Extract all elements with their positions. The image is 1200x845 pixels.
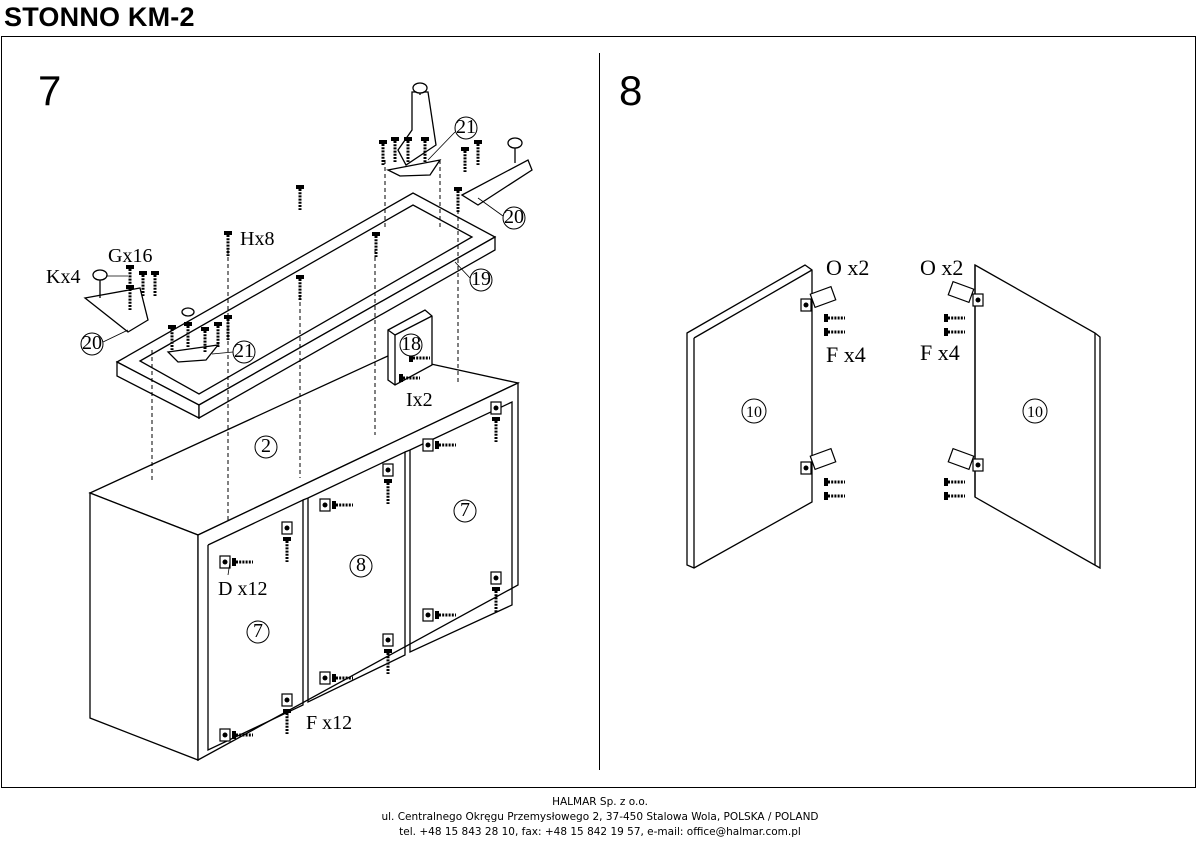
hardware-label: Ix2 bbox=[406, 389, 433, 411]
part-number: 21 bbox=[456, 116, 476, 138]
corner-bracket-right bbox=[385, 159, 442, 177]
part-callout-10 bbox=[1022, 398, 1048, 424]
cabinet-body bbox=[88, 354, 520, 762]
step-divider bbox=[599, 53, 600, 770]
part-number: 10 bbox=[1027, 404, 1043, 421]
part-number: 10 bbox=[746, 404, 762, 421]
part-number: 18 bbox=[401, 333, 421, 355]
part-callout-19 bbox=[469, 268, 493, 292]
page-frame bbox=[1, 36, 1196, 788]
hardware-label: F x12 bbox=[306, 712, 352, 734]
hardware-label: O x2 bbox=[826, 255, 869, 280]
hardware-label: D x12 bbox=[218, 578, 267, 600]
part-number: 7 bbox=[253, 620, 263, 642]
hardware-label: F x4 bbox=[920, 340, 960, 365]
part-number: 2 bbox=[261, 435, 271, 457]
footer: HALMAR Sp. z o.o. ul. Centralnego Okręgu… bbox=[0, 795, 1200, 840]
part-callout-10 bbox=[741, 398, 767, 424]
leg-left bbox=[83, 278, 149, 333]
footer-address: ul. Centralnego Okręgu Przemysłowego 2, … bbox=[381, 811, 819, 823]
part-number: 7 bbox=[460, 499, 470, 521]
door-hinges bbox=[800, 280, 984, 502]
part-callout-20 bbox=[80, 332, 104, 356]
footer-contact: tel. +48 15 843 28 10, fax: +48 15 842 1… bbox=[399, 826, 801, 838]
hardware-label: Gx16 bbox=[108, 245, 152, 267]
part-number: 8 bbox=[356, 554, 366, 576]
part-callout-20 bbox=[502, 206, 526, 230]
part-callout-2 bbox=[254, 435, 278, 459]
step-number-8: 8 bbox=[619, 67, 643, 114]
leg-foot-knob bbox=[412, 82, 428, 94]
part-callout-7 bbox=[246, 620, 270, 644]
part-number: 20 bbox=[82, 332, 102, 354]
leg-foot-knob bbox=[92, 269, 108, 281]
part-number: 19 bbox=[471, 268, 491, 290]
hardware-label: Hx8 bbox=[240, 228, 274, 250]
part-callout-18 bbox=[399, 333, 423, 357]
leg-foot-knob bbox=[507, 137, 523, 149]
step-number-7: 7 bbox=[38, 67, 62, 114]
part-callout-21 bbox=[454, 116, 478, 140]
leg-right bbox=[460, 148, 533, 206]
leg-foot-knob bbox=[181, 307, 195, 317]
part-number: 21 bbox=[234, 340, 254, 362]
corner-bracket-left bbox=[166, 344, 220, 363]
hardware-label: O x2 bbox=[920, 255, 963, 280]
document-title: STONNO KM-2 bbox=[4, 2, 195, 32]
part-callout-8 bbox=[349, 554, 373, 578]
footer-company: HALMAR Sp. z o.o. bbox=[552, 796, 648, 808]
hardware-label: F x4 bbox=[826, 342, 866, 367]
part-callout-7 bbox=[453, 499, 477, 523]
part-number: 20 bbox=[504, 206, 524, 228]
hardware-label: Kx4 bbox=[46, 266, 80, 288]
leg-top bbox=[397, 85, 437, 166]
